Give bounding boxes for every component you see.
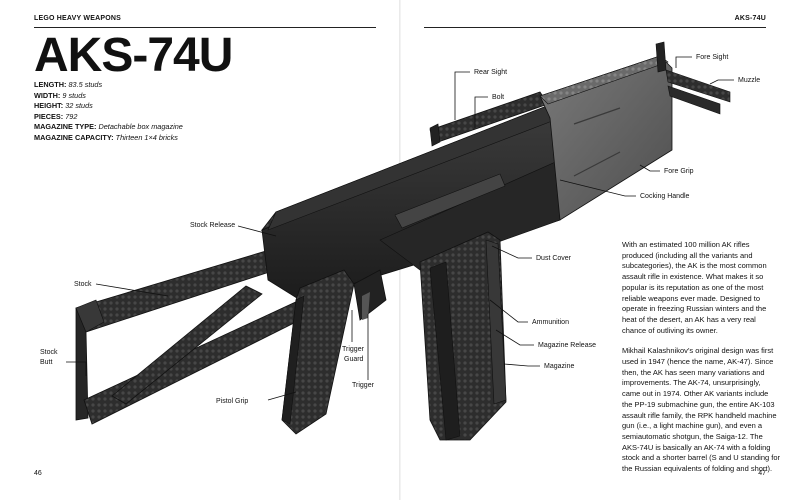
fore-end (539, 55, 673, 221)
callout-stock-release: Stock Release (190, 222, 235, 229)
callout-pistol-grip: Pistol Grip (216, 398, 248, 405)
callout-ammunition: Ammunition (532, 319, 569, 326)
spec-height: HEIGHT: 32 studs (34, 101, 93, 110)
page-title: AKS-74U (34, 29, 233, 82)
spec-pieces: PIECES: 792 (34, 111, 78, 121)
page-number-left: 46 (34, 470, 42, 477)
callout-fore-grip: Fore Grip (664, 168, 694, 175)
page-number-right: 47 (758, 470, 766, 477)
callout-rear-sight: Rear Sight (474, 69, 507, 76)
spec-length: LENGTH: 83.5 studs (34, 80, 103, 89)
spec-width: WIDTH: 9 studs (34, 90, 86, 100)
left-header-rule (34, 27, 376, 28)
callout-trigger: Trigger (352, 382, 375, 389)
muzzle-assembly (655, 41, 731, 115)
callout-cocking-handle: Cocking Handle (640, 193, 690, 200)
right-running-head: AKS-74U (734, 15, 766, 22)
callout-fore-sight: Fore Sight (696, 54, 728, 61)
body-paragraph-2: Mikhail Kalashnikov’s original design wa… (622, 346, 780, 474)
callout-stock-butt-line2: Butt (40, 359, 53, 366)
body-paragraph-1: With an estimated 100 million AK rifles … (622, 240, 767, 335)
magazine (419, 231, 507, 441)
right-header-rule (424, 27, 766, 28)
callout-magazine: Magazine (544, 363, 574, 370)
body-text: With an estimated 100 million AK rifles … (622, 240, 780, 485)
callout-dust-cover: Dust Cover (536, 255, 572, 262)
spec-magazine-type: MAGAZINE TYPE: Detachable box magazine (34, 122, 183, 131)
callout-stock: Stock (74, 281, 92, 288)
callout-muzzle: Muzzle (738, 77, 760, 84)
stock-frame (75, 241, 305, 425)
callout-magazine-release: Magazine Release (538, 342, 596, 349)
receiver (260, 103, 561, 301)
pistol-grip (281, 269, 355, 435)
callout-leaders (66, 56, 734, 401)
left-running-head: LEGO HEAVY WEAPONS (34, 15, 121, 22)
spec-list: LENGTH: 83.5 studs WIDTH: 9 studs HEIGHT… (34, 80, 183, 143)
trigger-guard (353, 269, 387, 321)
rear-sight-block (429, 91, 549, 147)
callout-trigger-guard-line1: Trigger (342, 346, 365, 353)
callout-stock-butt-line1: Stock (40, 349, 58, 356)
callout-bolt: Bolt (492, 94, 504, 101)
spec-magazine-capacity: MAGAZINE CAPACITY: Thirteen 1×4 bricks (34, 132, 178, 142)
callout-trigger-guard-line2: Guard (344, 356, 364, 363)
